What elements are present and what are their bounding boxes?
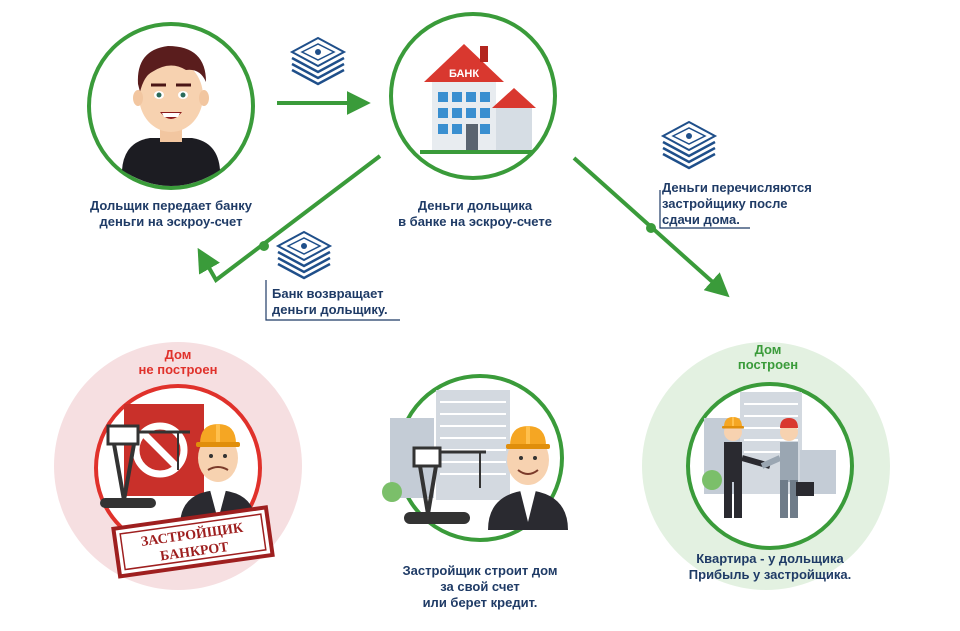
unfinished-building-icon — [124, 404, 204, 496]
refund-caption: Банк возвращает деньги дольщику. — [272, 286, 388, 317]
built-node — [642, 342, 890, 590]
builder-node — [382, 374, 568, 542]
status-not-built: Дом не построен — [138, 347, 218, 377]
building-under-construction-icon — [390, 390, 510, 500]
refund-arrow — [197, 154, 382, 283]
bankrupt-stamp: ЗАСТРОЙЩИК БАНКРОТ — [111, 505, 275, 579]
bank-sign: БАНК — [449, 68, 479, 80]
money-stack-icon-deposit — [290, 36, 346, 86]
refund-arrow-dot — [259, 241, 269, 251]
money-stack-icon-transfer — [661, 120, 717, 170]
transfer-caption-bracket — [659, 190, 750, 229]
success-caption: Квартира - у дольщика Прибыль у застройщ… — [688, 551, 852, 582]
depositor-node — [87, 22, 255, 190]
depositor-avatar — [122, 46, 220, 186]
builder-avatar — [488, 426, 568, 530]
bank-node: БАНК — [389, 12, 557, 180]
crane-icon-builder — [382, 446, 486, 524]
refund-caption-bracket — [265, 280, 400, 321]
builder-caption: Застройщик строит дом за свой счет или б… — [402, 563, 558, 610]
crane-icon — [100, 424, 190, 508]
bank-building-icon: БАНК — [420, 44, 536, 154]
handshake-icon — [722, 417, 814, 518]
bank-caption: Деньги дольщика в банке на эскроу-счете — [398, 198, 552, 229]
not-built-node: ЗАСТРОЙЩИК БАНКРОТ — [54, 342, 302, 590]
status-built: Дом построен — [737, 342, 799, 372]
transfer-caption: Деньги перечисляются застройщику после с… — [662, 180, 812, 227]
transfer-arrow-dot — [646, 223, 656, 233]
money-stack-icon-refund — [276, 230, 332, 280]
depositor-caption: Дольщик передает банку деньги на эскроу-… — [90, 198, 252, 229]
